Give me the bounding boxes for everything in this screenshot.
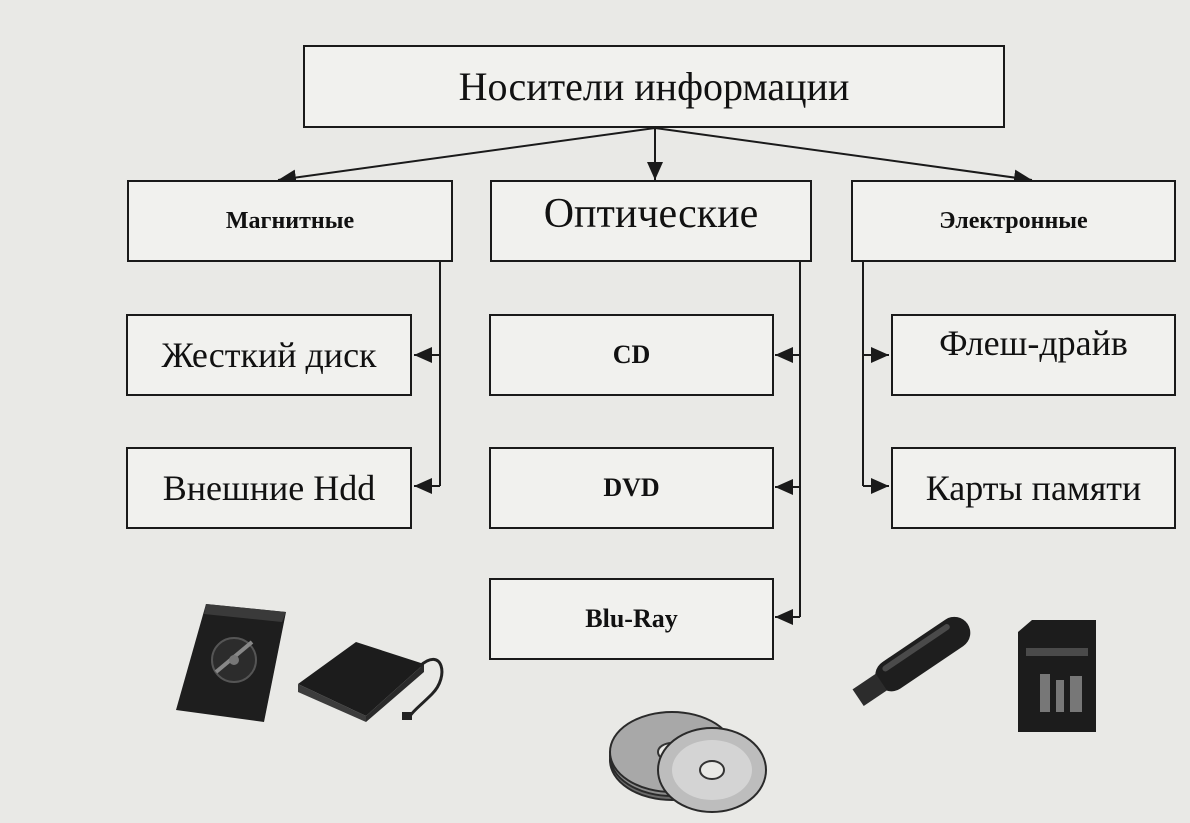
arrow-root-to-electronic [654, 127, 1033, 186]
item-memory-cards-label: Карты памяти [925, 468, 1142, 508]
category-electronic-label: Электронные [939, 207, 1088, 234]
category-optical-label: Оптические [543, 191, 759, 237]
item-flash-drive-label: Флеш-драйв [939, 323, 1128, 363]
category-magnetic-label: Магнитные [225, 207, 355, 234]
item-memory-cards: Карты памяти [891, 447, 1176, 529]
item-dvd-label: DVD [603, 473, 660, 502]
item-external-hdd: Внешние Hdd [126, 447, 412, 529]
category-electronic: Электронные [851, 180, 1176, 262]
external-hdd-image [298, 642, 444, 722]
root-label: Носители информации [458, 64, 850, 109]
item-cd-label: CD [612, 340, 651, 369]
item-cd: CD [489, 314, 774, 396]
item-external-hdd-label: Внешние Hdd [162, 468, 376, 508]
item-hard-disk-label: Жесткий диск [161, 335, 377, 375]
item-bluray: Blu-Ray [489, 578, 774, 660]
category-optical: Оптические [490, 180, 812, 262]
sd-card-image [1018, 620, 1096, 732]
hard-disk-image [176, 604, 286, 722]
item-flash-drive: Флеш-драйв [891, 314, 1176, 396]
optical-discs-image [609, 711, 767, 813]
usb-flash-drive-image [852, 616, 971, 706]
arrow-root-to-magnetic [277, 127, 656, 186]
root-node: Носители информации [303, 45, 1005, 128]
item-dvd: DVD [489, 447, 774, 529]
category-magnetic: Магнитные [127, 180, 453, 262]
item-bluray-label: Blu-Ray [585, 604, 678, 633]
item-hard-disk: Жесткий диск [126, 314, 412, 396]
